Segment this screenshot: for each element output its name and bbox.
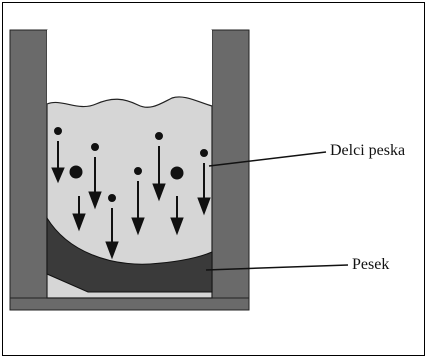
particle: [156, 133, 163, 140]
particle: [55, 128, 62, 135]
particle: [171, 167, 183, 179]
particle: [92, 144, 99, 151]
particle: [70, 166, 82, 178]
tank-bottom: [10, 298, 249, 310]
particles-label: Delci peska: [330, 142, 405, 160]
particle: [201, 150, 208, 157]
particle: [109, 195, 116, 202]
sand-label: Pesek: [352, 256, 389, 274]
left-wall: [10, 30, 47, 310]
particle: [135, 168, 142, 175]
